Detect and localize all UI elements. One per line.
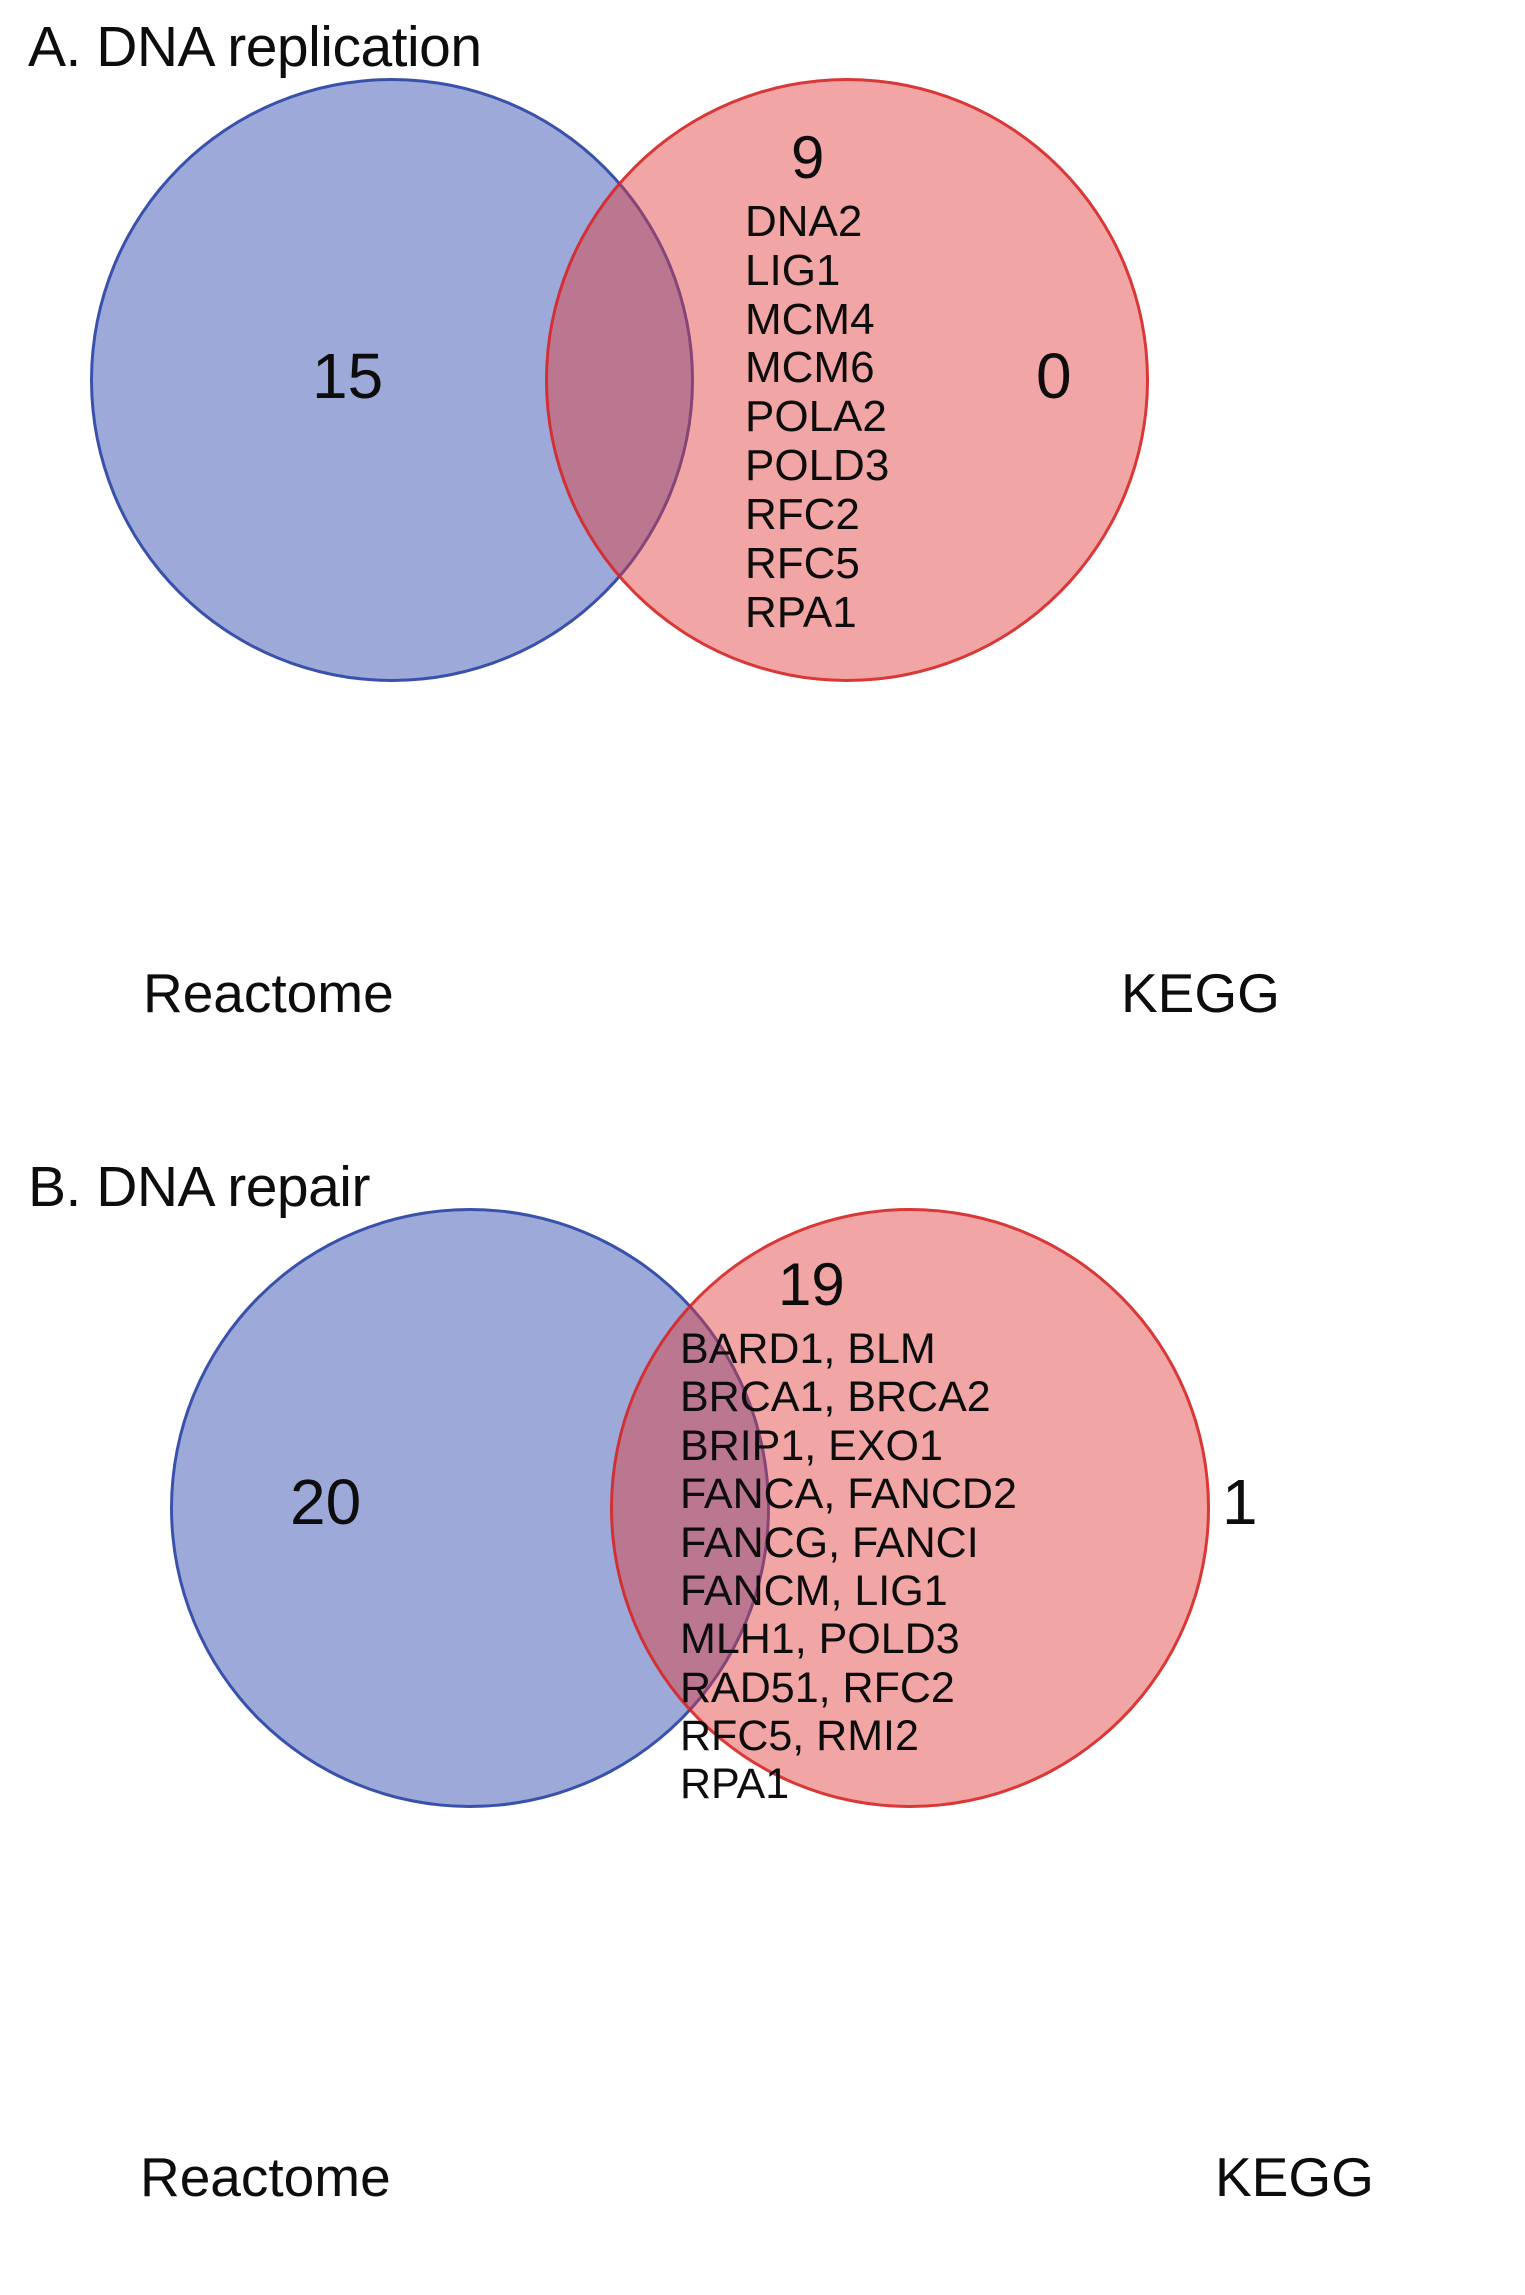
- overlap-gene-list-b: BARD1, BLM BRCA1, BRCA2 BRIP1, EXO1 FANC…: [680, 1325, 1017, 1809]
- gene-item: MCM6: [745, 343, 875, 393]
- count-overlap-a: 9: [791, 124, 825, 191]
- gene-item: DNA2: [745, 197, 863, 246]
- gene-item: BRIP1, EXO1: [680, 1421, 943, 1470]
- gene-item: FANCA, FANCD2: [680, 1470, 1017, 1519]
- overlap-region-b: 19 BARD1, BLM BRCA1, BRCA2 BRIP1, EXO1 F…: [680, 1255, 1017, 1809]
- venn-circle-kegg-b: [610, 1208, 1210, 1808]
- gene-item: LIG1: [745, 245, 841, 295]
- gene-item: POLD3: [745, 441, 890, 491]
- gene-item: RPA1: [680, 1760, 790, 1809]
- venn-diagram-b: 20 1 19 BARD1, BLM BRCA1, BRCA2 BRIP1, E…: [0, 1208, 1525, 1828]
- gene-item: BRCA1, BRCA2: [680, 1373, 991, 1422]
- overlap-region-a: 9 DNA2 LIG1 MCM4 MCM6 POLA2 POLD3 RFC2 R…: [745, 128, 889, 637]
- gene-item: RFC5: [745, 538, 860, 588]
- overlap-gene-list-a: DNA2 LIG1 MCM4 MCM6 POLA2 POLD3 RFC2 RFC…: [745, 197, 890, 637]
- gene-item: RFC2: [745, 489, 860, 539]
- gene-item: RFC5, RMI2: [680, 1712, 919, 1760]
- gene-item: RAD51, RFC2: [680, 1663, 955, 1712]
- count-overlap-b: 19: [778, 1251, 845, 1318]
- count-reactome-only-a: 15: [312, 340, 384, 412]
- gene-item: BARD1, BLM: [680, 1325, 936, 1373]
- set-label-reactome-b: Reactome: [140, 2146, 391, 2208]
- set-label-kegg-b: KEGG: [1215, 2146, 1374, 2208]
- set-label-reactome-a: Reactome: [143, 962, 394, 1024]
- panel-a-title: A. DNA replication: [28, 15, 482, 79]
- count-reactome-only-b: 20: [290, 1466, 362, 1538]
- gene-item: RPA1: [745, 587, 857, 637]
- count-kegg-only-b: 1: [1222, 1466, 1258, 1538]
- panel-dna-replication: A. DNA replication 15 0 9 DNA2 LIG1 MCM4…: [0, 0, 1525, 1120]
- panel-b-title: B. DNA repair: [28, 1155, 370, 1219]
- gene-item: FANCM, LIG1: [680, 1566, 948, 1615]
- gene-item: FANCG, FANCI: [680, 1518, 979, 1567]
- panel-dna-repair: B. DNA repair 20 1 19 BARD1, BLM BRCA1, …: [0, 1150, 1525, 2295]
- venn-diagram-a: 15 0 9 DNA2 LIG1 MCM4 MCM6 POLA2 POLD3 R…: [0, 78, 1525, 688]
- set-label-kegg-a: KEGG: [1121, 962, 1280, 1024]
- gene-item: POLA2: [745, 392, 887, 442]
- gene-item: MLH1, POLD3: [680, 1615, 960, 1664]
- count-kegg-only-a: 0: [1036, 340, 1072, 412]
- venn-circle-kegg-a: [545, 78, 1149, 682]
- gene-item: MCM4: [745, 294, 875, 344]
